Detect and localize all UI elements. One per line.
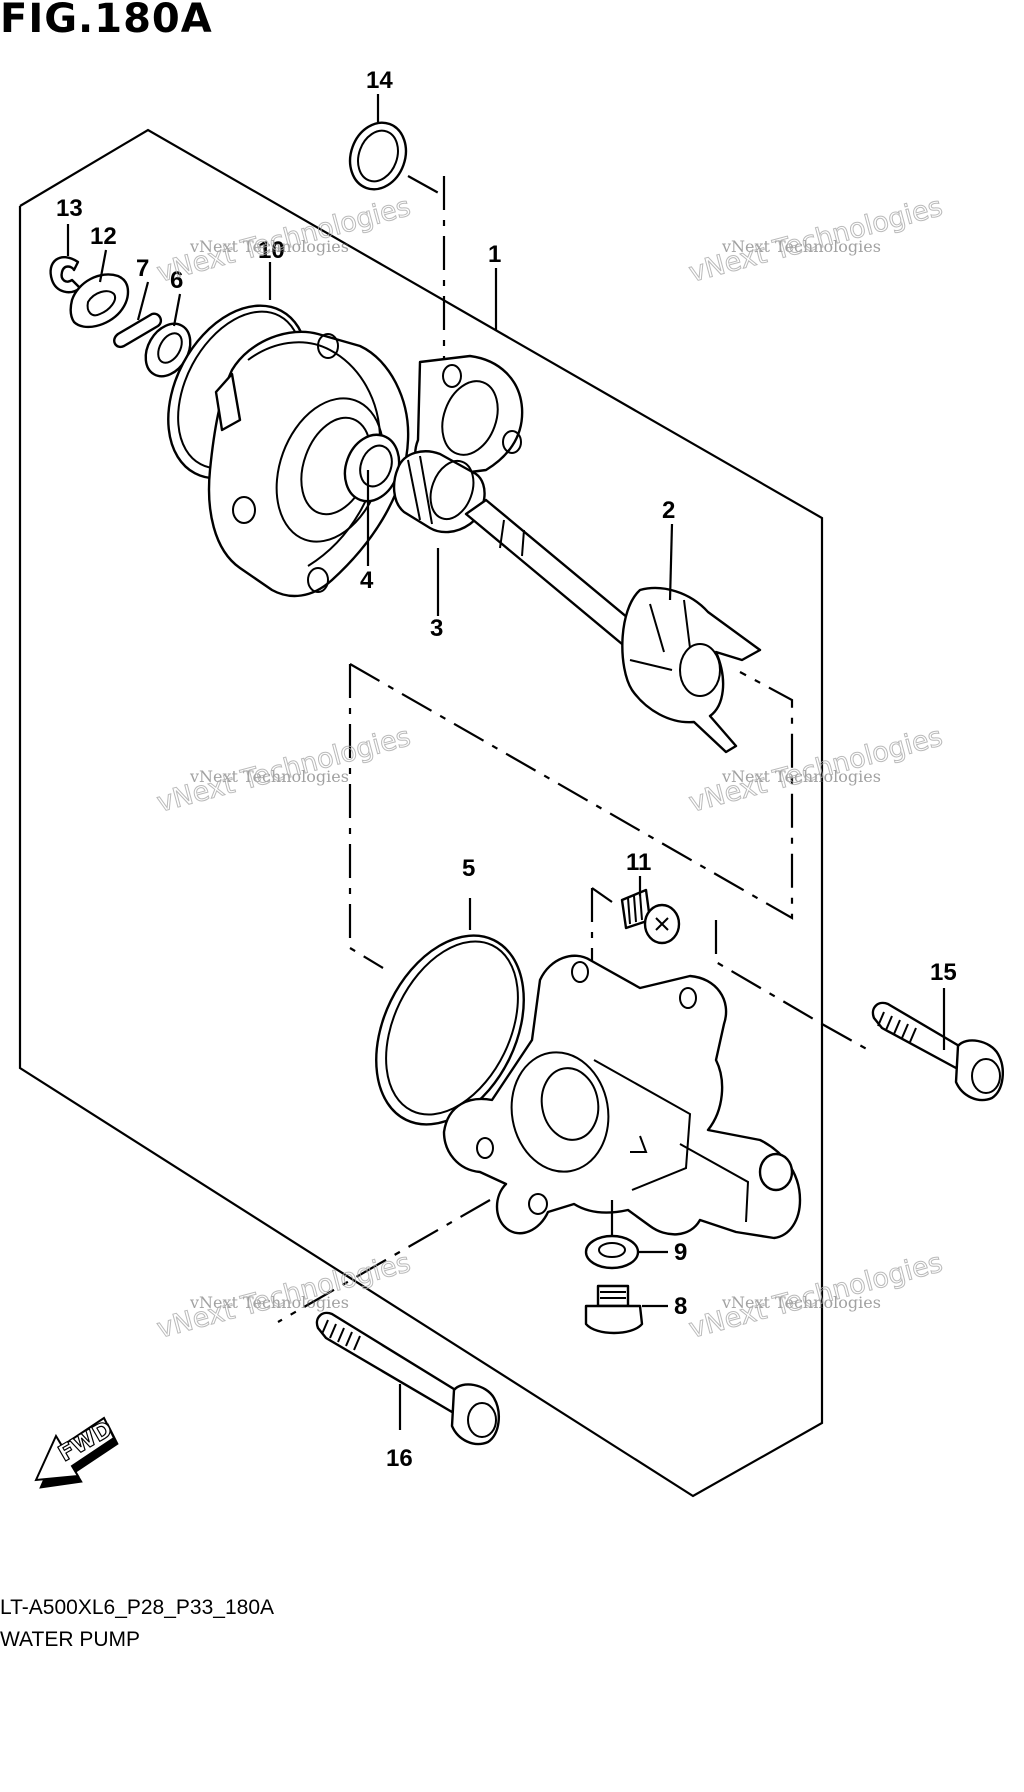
impeller-shaft-part-2	[464, 498, 762, 754]
watermark: vNext Technologies vNext Technologies	[153, 1247, 414, 1345]
leader-lines	[66, 94, 946, 1430]
watermark-text: vNext Technologies	[721, 767, 881, 786]
pin-part-7	[113, 312, 163, 349]
pump-housing	[442, 954, 802, 1240]
retainer-part-12	[69, 273, 130, 329]
watermark-text: vNext Technologies	[189, 237, 349, 256]
callout-11: 11	[626, 849, 651, 876]
mechanical-seal-part-3	[392, 450, 486, 534]
watermark-text: vNext Technologies	[721, 237, 881, 256]
callout-4: 4	[360, 567, 374, 594]
watermark-text: vNext Technologies	[721, 1293, 881, 1312]
callout-6: 6	[170, 267, 183, 294]
model-code: LT-A500XL6_P28_P33_180A	[0, 1596, 275, 1619]
callout-16: 16	[386, 1445, 413, 1472]
washer-part-6	[144, 322, 192, 378]
gasket-part-9	[584, 1234, 640, 1270]
callout-5: 5	[462, 855, 475, 882]
e-clip-part-13	[49, 256, 82, 294]
bolt-part-15	[871, 1001, 1004, 1102]
assembly-frame	[18, 128, 824, 1498]
watermark: vNext Technologies vNext Technologies	[685, 191, 946, 289]
callout-9: 9	[674, 1239, 687, 1266]
bolt-part-16	[315, 1311, 500, 1446]
callout-8: 8	[674, 1293, 687, 1320]
watermark-text: vNext Technologies	[189, 767, 349, 786]
screw-part-11	[620, 888, 681, 945]
watermark: vNext Technologies vNext Technologies	[685, 1247, 946, 1345]
callout-7: 7	[136, 255, 149, 282]
callout-10: 10	[258, 237, 285, 264]
inner-frame	[277, 175, 873, 1323]
callout-1: 1	[488, 241, 501, 268]
callout-15: 15	[930, 959, 957, 986]
callout-3: 3	[430, 615, 443, 642]
o-ring-part-14	[348, 121, 408, 191]
callout-labels: 14 13 12 7 6 10 1 2 3 4 5 11 15 9 8 16	[56, 67, 957, 1472]
callout-2: 2	[662, 497, 675, 524]
watermark: vNext Technologies vNext Technologies	[153, 721, 414, 819]
oil-seal-part-4	[343, 433, 401, 503]
callout-12: 12	[90, 223, 117, 250]
callout-13: 13	[56, 195, 83, 222]
pump-cover-part-1	[207, 330, 524, 598]
watermark: vNext Technologies vNext Technologies	[153, 191, 414, 289]
figure-title: FIG.180A	[0, 0, 213, 42]
drain-plug-part-8	[584, 1284, 644, 1335]
callout-14: 14	[366, 67, 393, 94]
forward-direction-badge: FWD	[34, 1416, 119, 1489]
watermark-text: vNext Technologies	[189, 1293, 349, 1312]
o-ring-part-5	[375, 934, 525, 1126]
diagram-name: WATER PUMP	[0, 1628, 140, 1651]
